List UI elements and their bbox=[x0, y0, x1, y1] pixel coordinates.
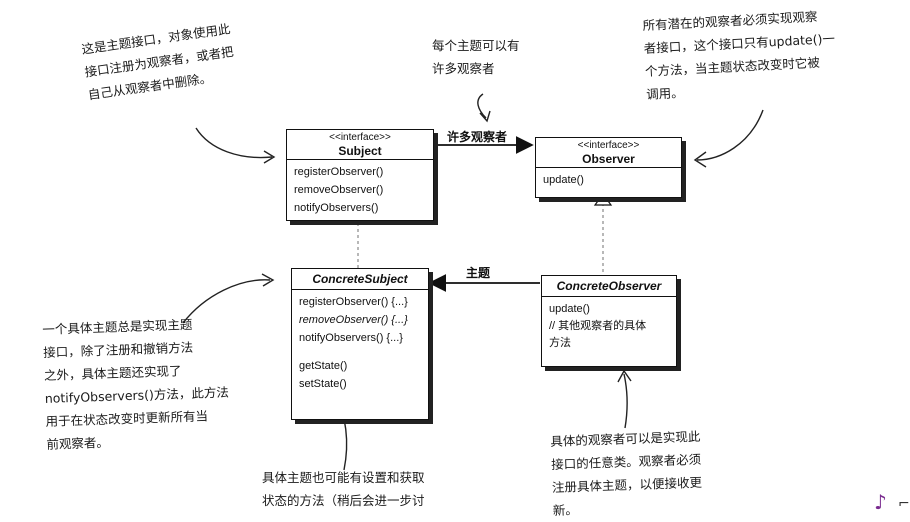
concrete-subject-name: ConcreteSubject bbox=[312, 272, 408, 286]
concrete-observer-box: ConcreteObserver update() // 其他观察者的具体 方法 bbox=[541, 275, 677, 367]
concrete-observer-name: ConcreteObserver bbox=[556, 279, 662, 293]
observer-stereotype: <<interface>> bbox=[577, 140, 640, 151]
concrete-subject-method: removeObserver() {...} bbox=[299, 314, 408, 326]
observer-name: Observer bbox=[582, 152, 635, 166]
note-observer: 所有潜在的观察者必须实现观察 者接口，这个接口只有update()一 个方法，当… bbox=[642, 8, 836, 102]
concrete-subject-getter: getState() bbox=[299, 360, 348, 372]
concrete-observer-header: ConcreteObserver bbox=[542, 276, 676, 297]
subject-method: registerObserver() bbox=[294, 166, 384, 178]
observer-interface-box: <<interface>> Observer update() bbox=[535, 137, 682, 198]
pointer-arrow-subject bbox=[195, 127, 273, 159]
corner-mark-icon: ⌐ bbox=[898, 496, 910, 512]
subject-name: Subject bbox=[338, 144, 382, 158]
concrete-subject-method: notifyObservers() {...} bbox=[299, 332, 403, 344]
realization-arrowhead-observer bbox=[593, 192, 613, 206]
pointer-arrow-concrete-observer bbox=[623, 373, 628, 429]
pointer-arrow-observer bbox=[696, 109, 764, 161]
subject-interface-box: <<interface>> Subject registerObserver()… bbox=[286, 129, 434, 221]
label-many-observers: 许多观察者 bbox=[447, 130, 508, 144]
note-many-observers: 每个主题可以有 许多观察者 bbox=[432, 38, 520, 76]
observer-header: <<interface>> Observer bbox=[536, 138, 681, 168]
subject-header: <<interface>> Subject bbox=[287, 130, 433, 160]
subject-methods: registerObserver() removeObserver() noti… bbox=[287, 160, 433, 220]
label-subject-relation: 主题 bbox=[466, 266, 491, 280]
observer-methods: update() bbox=[536, 168, 681, 197]
note-state-methods: 具体主题也可能有设置和获取 状态的方法（稍后会进一步讨 bbox=[262, 470, 425, 508]
concrete-subject-setter: setState() bbox=[299, 378, 347, 390]
subject-method: notifyObservers() bbox=[294, 202, 379, 214]
concrete-subject-methods: registerObserver() {...} removeObserver(… bbox=[292, 290, 428, 419]
concrete-observer-comment: // 其他观察者的具体 方法 bbox=[549, 320, 647, 349]
concrete-subject-box: ConcreteSubject registerObserver() {...}… bbox=[291, 268, 429, 420]
concrete-observer-method: update() bbox=[549, 303, 590, 315]
subject-stereotype: <<interface>> bbox=[329, 132, 391, 143]
note-concrete-observer: 具体的观察者可以是实现此 接口的任意类。观察者必须 注册具体主题，以便接收更 新… bbox=[550, 428, 703, 518]
observer-method: update() bbox=[543, 174, 584, 186]
note-concrete-subject: 一个具体主题总是实现主题 接口，除了注册和撤销方法 之外，具体主题还实现了 no… bbox=[42, 316, 230, 452]
pointer-arrow-many bbox=[477, 93, 487, 119]
music-note-icon: ♪ bbox=[874, 490, 887, 514]
subject-method: removeObserver() bbox=[294, 184, 384, 196]
concrete-observer-methods: update() // 其他观察者的具体 方法 bbox=[542, 297, 676, 366]
pointer-arrow-concrete-subject bbox=[182, 279, 271, 324]
concrete-subject-method: registerObserver() {...} bbox=[299, 296, 408, 308]
concrete-subject-header: ConcreteSubject bbox=[292, 269, 428, 290]
